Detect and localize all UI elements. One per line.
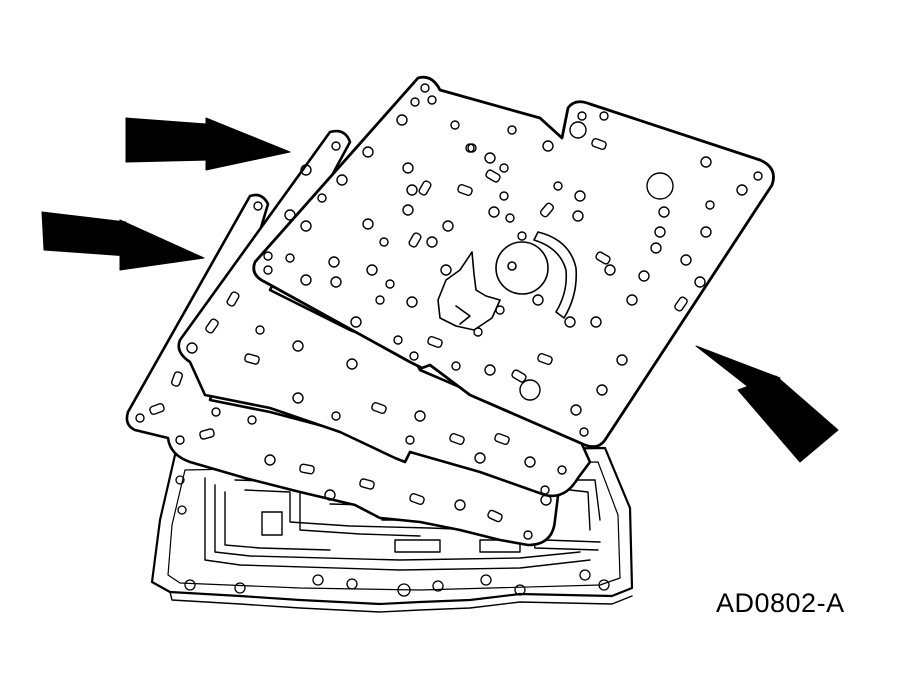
arrow-separator-plate-icon bbox=[41, 211, 205, 271]
upper-gasket-holes bbox=[263, 83, 763, 437]
separator-plate-holes bbox=[186, 141, 567, 495]
separator-plate bbox=[177, 129, 592, 498]
valve-body-inner-rim bbox=[167, 461, 621, 591]
figure-reference-code: AD0802-A bbox=[716, 588, 845, 618]
valve-body-lower-edge bbox=[169, 591, 633, 613]
callout-arrows bbox=[41, 117, 839, 463]
upper-gasket-center-port bbox=[437, 231, 578, 331]
upper-gasket bbox=[252, 75, 775, 449]
arrow-lower-gasket-icon bbox=[695, 345, 839, 463]
separator-plate-outline bbox=[177, 129, 592, 498]
valve-body-bolt-holes bbox=[175, 475, 610, 597]
arrow-upper-gasket-icon bbox=[125, 117, 291, 171]
